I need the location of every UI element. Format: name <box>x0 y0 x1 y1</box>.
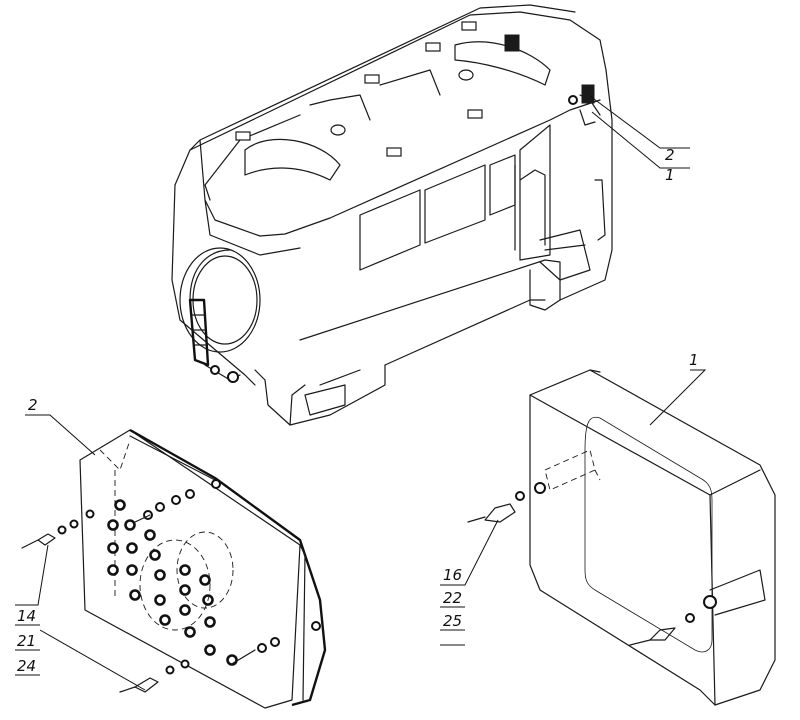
callout-cover: 1 <box>689 351 699 369</box>
cover-callouts: 1 16 22 25 <box>440 351 707 646</box>
callout-fastener-14: 14 <box>17 607 36 625</box>
panel-assembly <box>21 428 327 709</box>
callout-bus-cover: 1 <box>665 166 675 184</box>
callout-bus-panel: 2 <box>665 146 675 164</box>
bus-callouts: 2 1 <box>589 95 690 184</box>
panel-holes <box>107 499 238 666</box>
callout-panel: 2 <box>28 396 38 414</box>
callout-fastener-22: 22 <box>443 589 462 607</box>
cover-assembly <box>467 369 776 706</box>
callout-fastener-16: 16 <box>443 566 462 584</box>
callout-fastener-24: 24 <box>17 657 36 675</box>
panel-callouts: 2 14 21 24 <box>15 396 146 691</box>
bus-body <box>171 4 613 426</box>
callout-fastener-21: 21 <box>17 632 36 650</box>
callout-fastener-25: 25 <box>443 612 462 630</box>
